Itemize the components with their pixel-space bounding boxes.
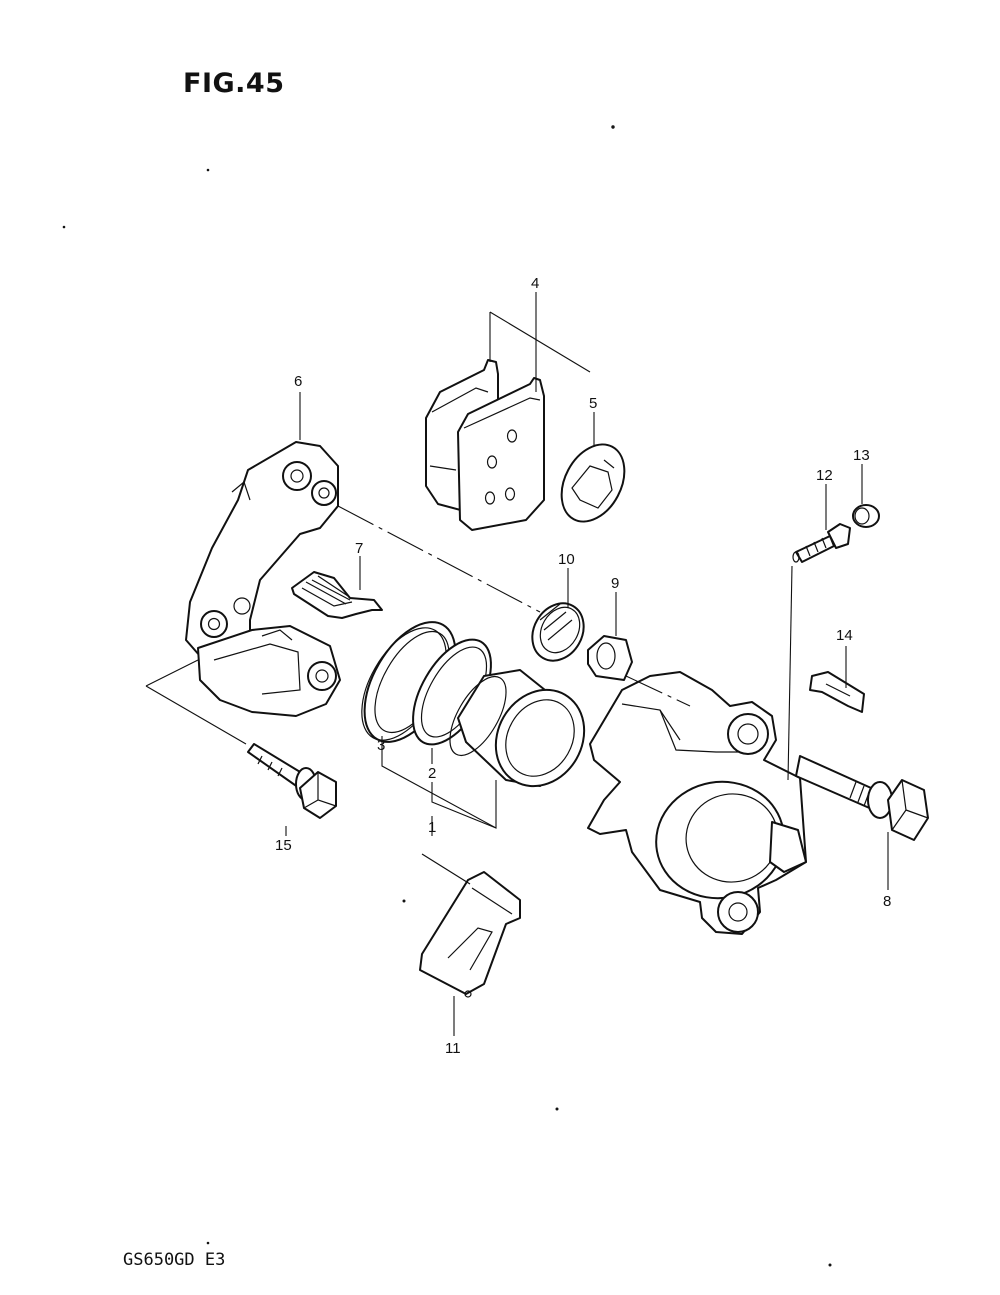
callout-15: 15: [275, 837, 292, 854]
callout-1: 1: [428, 819, 436, 836]
callout-5: 5: [589, 395, 597, 412]
callout-10: 10: [558, 551, 575, 568]
callout-3: 3: [377, 737, 385, 754]
part-7-pad-spring: [291, 571, 383, 619]
part-1-piston: [449, 669, 586, 788]
part-14-plug: [809, 671, 865, 713]
callout-labels: 1 2 3 4 5 6 7 8 9 10 11 12 13 14 15: [275, 275, 891, 1057]
part-4-brake-pads: [425, 359, 545, 531]
callout-7: 7: [355, 540, 363, 557]
callout-6: 6: [294, 373, 302, 390]
part-5-pad-shim: [560, 443, 626, 523]
callout-9: 9: [611, 575, 619, 592]
part-15-bolt: [247, 743, 337, 819]
callout-4: 4: [531, 275, 539, 292]
model-code: GS650GD E3: [123, 1250, 226, 1270]
part-10-boot: [531, 602, 585, 662]
part-13-bleeder-cap: [852, 504, 880, 528]
callout-13: 13: [853, 447, 870, 464]
figure-title: FIG.45: [183, 68, 285, 99]
scan-specks: [62, 125, 832, 1267]
leader-lines: [145, 292, 889, 1036]
part-8-bolt: [795, 755, 929, 841]
part-11-pad-holder: [419, 853, 521, 998]
part-6-caliper-bracket: [185, 441, 341, 717]
callout-2: 2: [428, 765, 436, 782]
part-9-boot: [587, 635, 633, 681]
caliper-body: [587, 671, 807, 935]
callout-11: 11: [445, 1040, 461, 1057]
part-12-bleeder-valve: [792, 523, 851, 563]
callout-8: 8: [883, 893, 891, 910]
callout-12: 12: [816, 467, 833, 484]
callout-14: 14: [836, 627, 853, 644]
